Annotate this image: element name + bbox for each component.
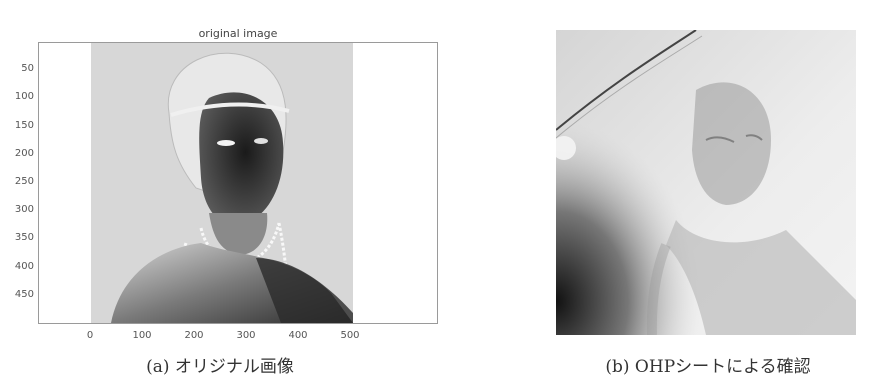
x-tick-label: 200 (184, 330, 204, 341)
original-image-negative (91, 43, 353, 323)
x-tick-label: 400 (288, 330, 308, 341)
y-tick-label: 250 (14, 176, 34, 187)
y-tick-label: 400 (14, 260, 34, 272)
plot-axes-frame (38, 42, 438, 324)
figure-a: original image (14, 27, 438, 377)
x-tick-label: 0 (86, 330, 94, 341)
y-tick-label: 200 (14, 147, 34, 159)
y-tick-label: 150 (14, 119, 34, 131)
figure-b-photo (556, 30, 856, 335)
plot-title: original image (198, 27, 278, 40)
y-tick-label: 100 (14, 91, 34, 103)
figure-a-caption: (a) オリジナル画像 (146, 357, 294, 377)
y-tick-label: 50 (21, 63, 34, 75)
y-tick-label: 350 (14, 232, 34, 244)
x-tick-label: 500 (340, 330, 360, 341)
y-tick-label: 300 (14, 204, 34, 216)
x-tick-label: 300 (236, 330, 256, 341)
x-tick-label: 100 (132, 330, 152, 341)
figure-b-caption: (b) OHPシートによる確認 (605, 357, 811, 377)
y-tick-label: 450 (14, 288, 34, 300)
ohp-sheet-photo-graphic (556, 30, 856, 335)
portrait-negative-graphic (91, 43, 353, 323)
